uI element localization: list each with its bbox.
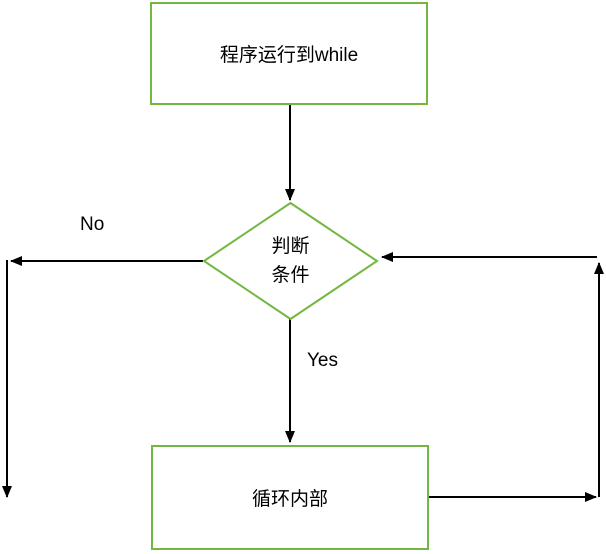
- loop-body-node-label: 循环内部: [251, 489, 328, 510]
- start-node-label: 程序运行到while: [219, 45, 359, 66]
- condition-node-label: 判断 条件: [240, 232, 341, 290]
- condition-label-line1: 判断: [271, 236, 310, 257]
- condition-diamond-shape: [202, 201, 379, 321]
- edge-label-no: No: [80, 214, 105, 235]
- start-node: 程序运行到while: [150, 2, 428, 105]
- loop-body-node: 循环内部: [151, 445, 429, 550]
- edge-label-yes: Yes: [307, 350, 338, 371]
- condition-label-line2: 条件: [271, 265, 310, 286]
